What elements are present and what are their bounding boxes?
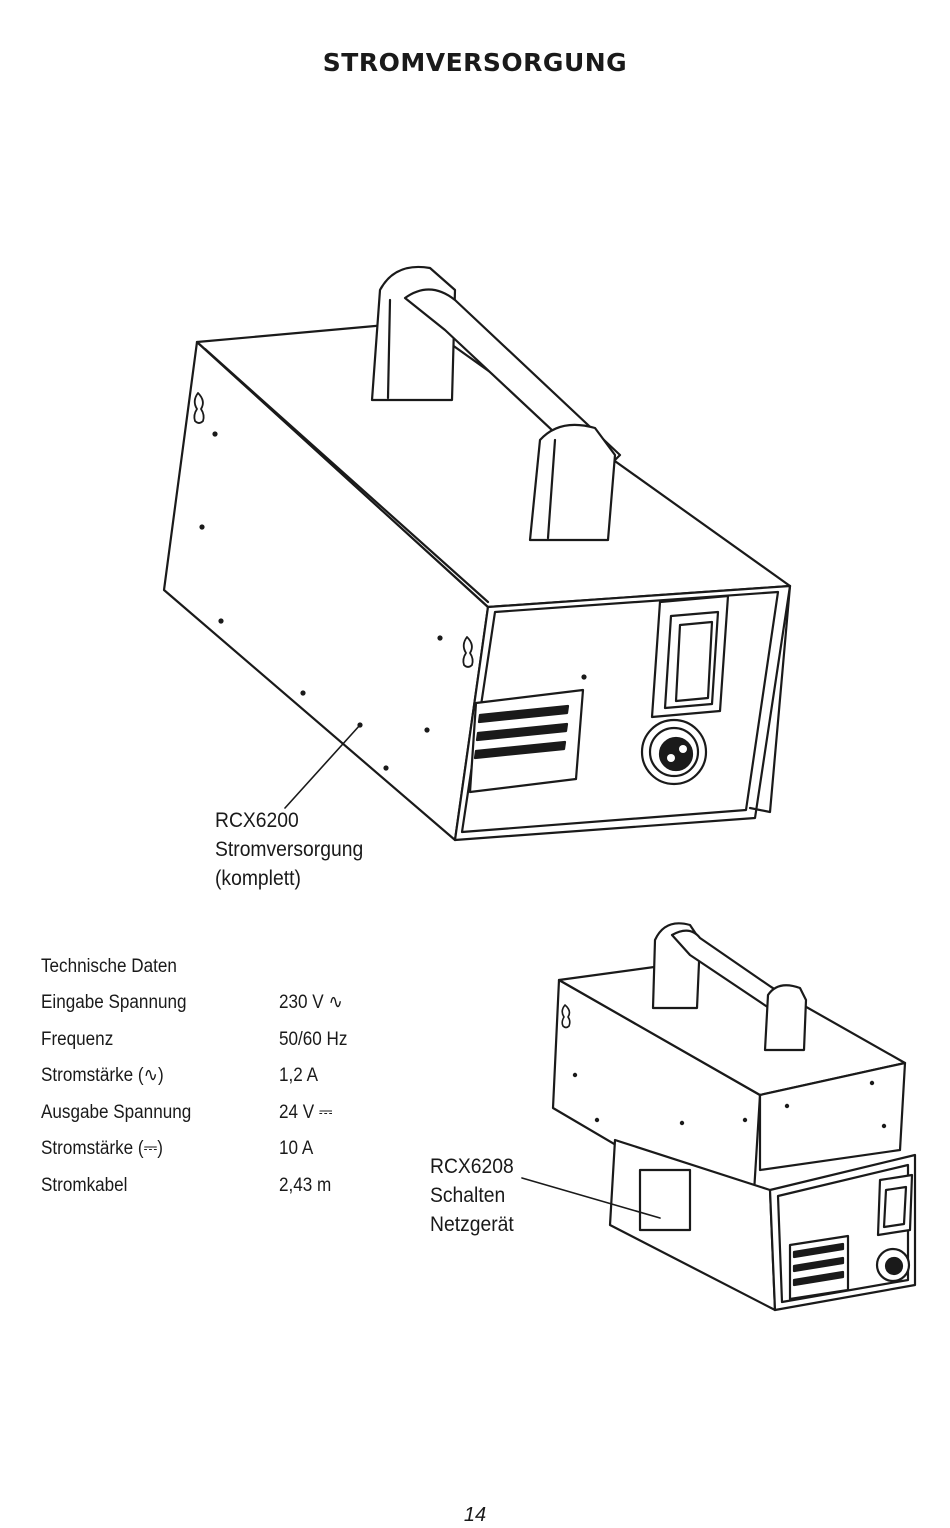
page-number: 14 (463, 1504, 487, 1526)
spec-row: Stromstärke (⎓) 10 A (41, 1136, 313, 1173)
callout-rcx6208-code: RCX6208 (430, 1155, 514, 1178)
spec-row: Stromkabel 2,43 m (41, 1173, 331, 1210)
spec-value: 50/60 Hz (279, 1028, 348, 1050)
power-supply-switch-drawing (521, 922, 917, 1312)
callout-rcx6200-line2: Stromversorgung (215, 838, 364, 861)
callout-rcx6200-line3: (komplett) (215, 867, 301, 890)
spec-label: Stromkabel (41, 1174, 128, 1196)
spec-row: Eingabe Spannung 230 V ∿ (41, 990, 343, 1027)
spec-label: Frequenz (41, 1028, 114, 1050)
spec-row: Stromstärke (∿) 1,2 A (41, 1063, 318, 1100)
spec-value: 2,43 m (279, 1174, 332, 1196)
callout-rcx6208-line3: Netzgerät (430, 1213, 514, 1236)
callout-rcx6208-line2: Schalten (430, 1184, 506, 1207)
spec-label: Stromstärke (∿) (41, 1065, 164, 1086)
technical-data-heading: Technische Daten (41, 956, 177, 977)
page-title: STROMVERSORGUNG (322, 48, 628, 77)
spec-row: Frequenz 50/60 Hz (41, 1027, 347, 1064)
spec-row: Ausgabe Spannung 24 V ⎓ (41, 1100, 333, 1137)
power-supply-complete-drawing (162, 265, 792, 842)
spec-value: 24 V ⎓ (279, 1101, 333, 1123)
callout-rcx6200: RCX6200 Stromversorgung (komplett) (215, 806, 363, 893)
technical-data-table: Technische Daten Eingabe Spannung 230 V … (41, 954, 347, 1210)
spec-value: 230 V ∿ (279, 992, 343, 1013)
callout-rcx6200-code: RCX6200 (215, 809, 299, 832)
spec-label: Eingabe Spannung (41, 992, 187, 1013)
spec-value: 1,2 A (279, 1065, 318, 1086)
callout-rcx6208: RCX6208 Schalten Netzgerät (430, 1152, 514, 1239)
spec-value: 10 A (279, 1138, 314, 1159)
spec-label: Stromstärke (⎓) (41, 1138, 163, 1159)
spec-label: Ausgabe Spannung (41, 1101, 192, 1123)
